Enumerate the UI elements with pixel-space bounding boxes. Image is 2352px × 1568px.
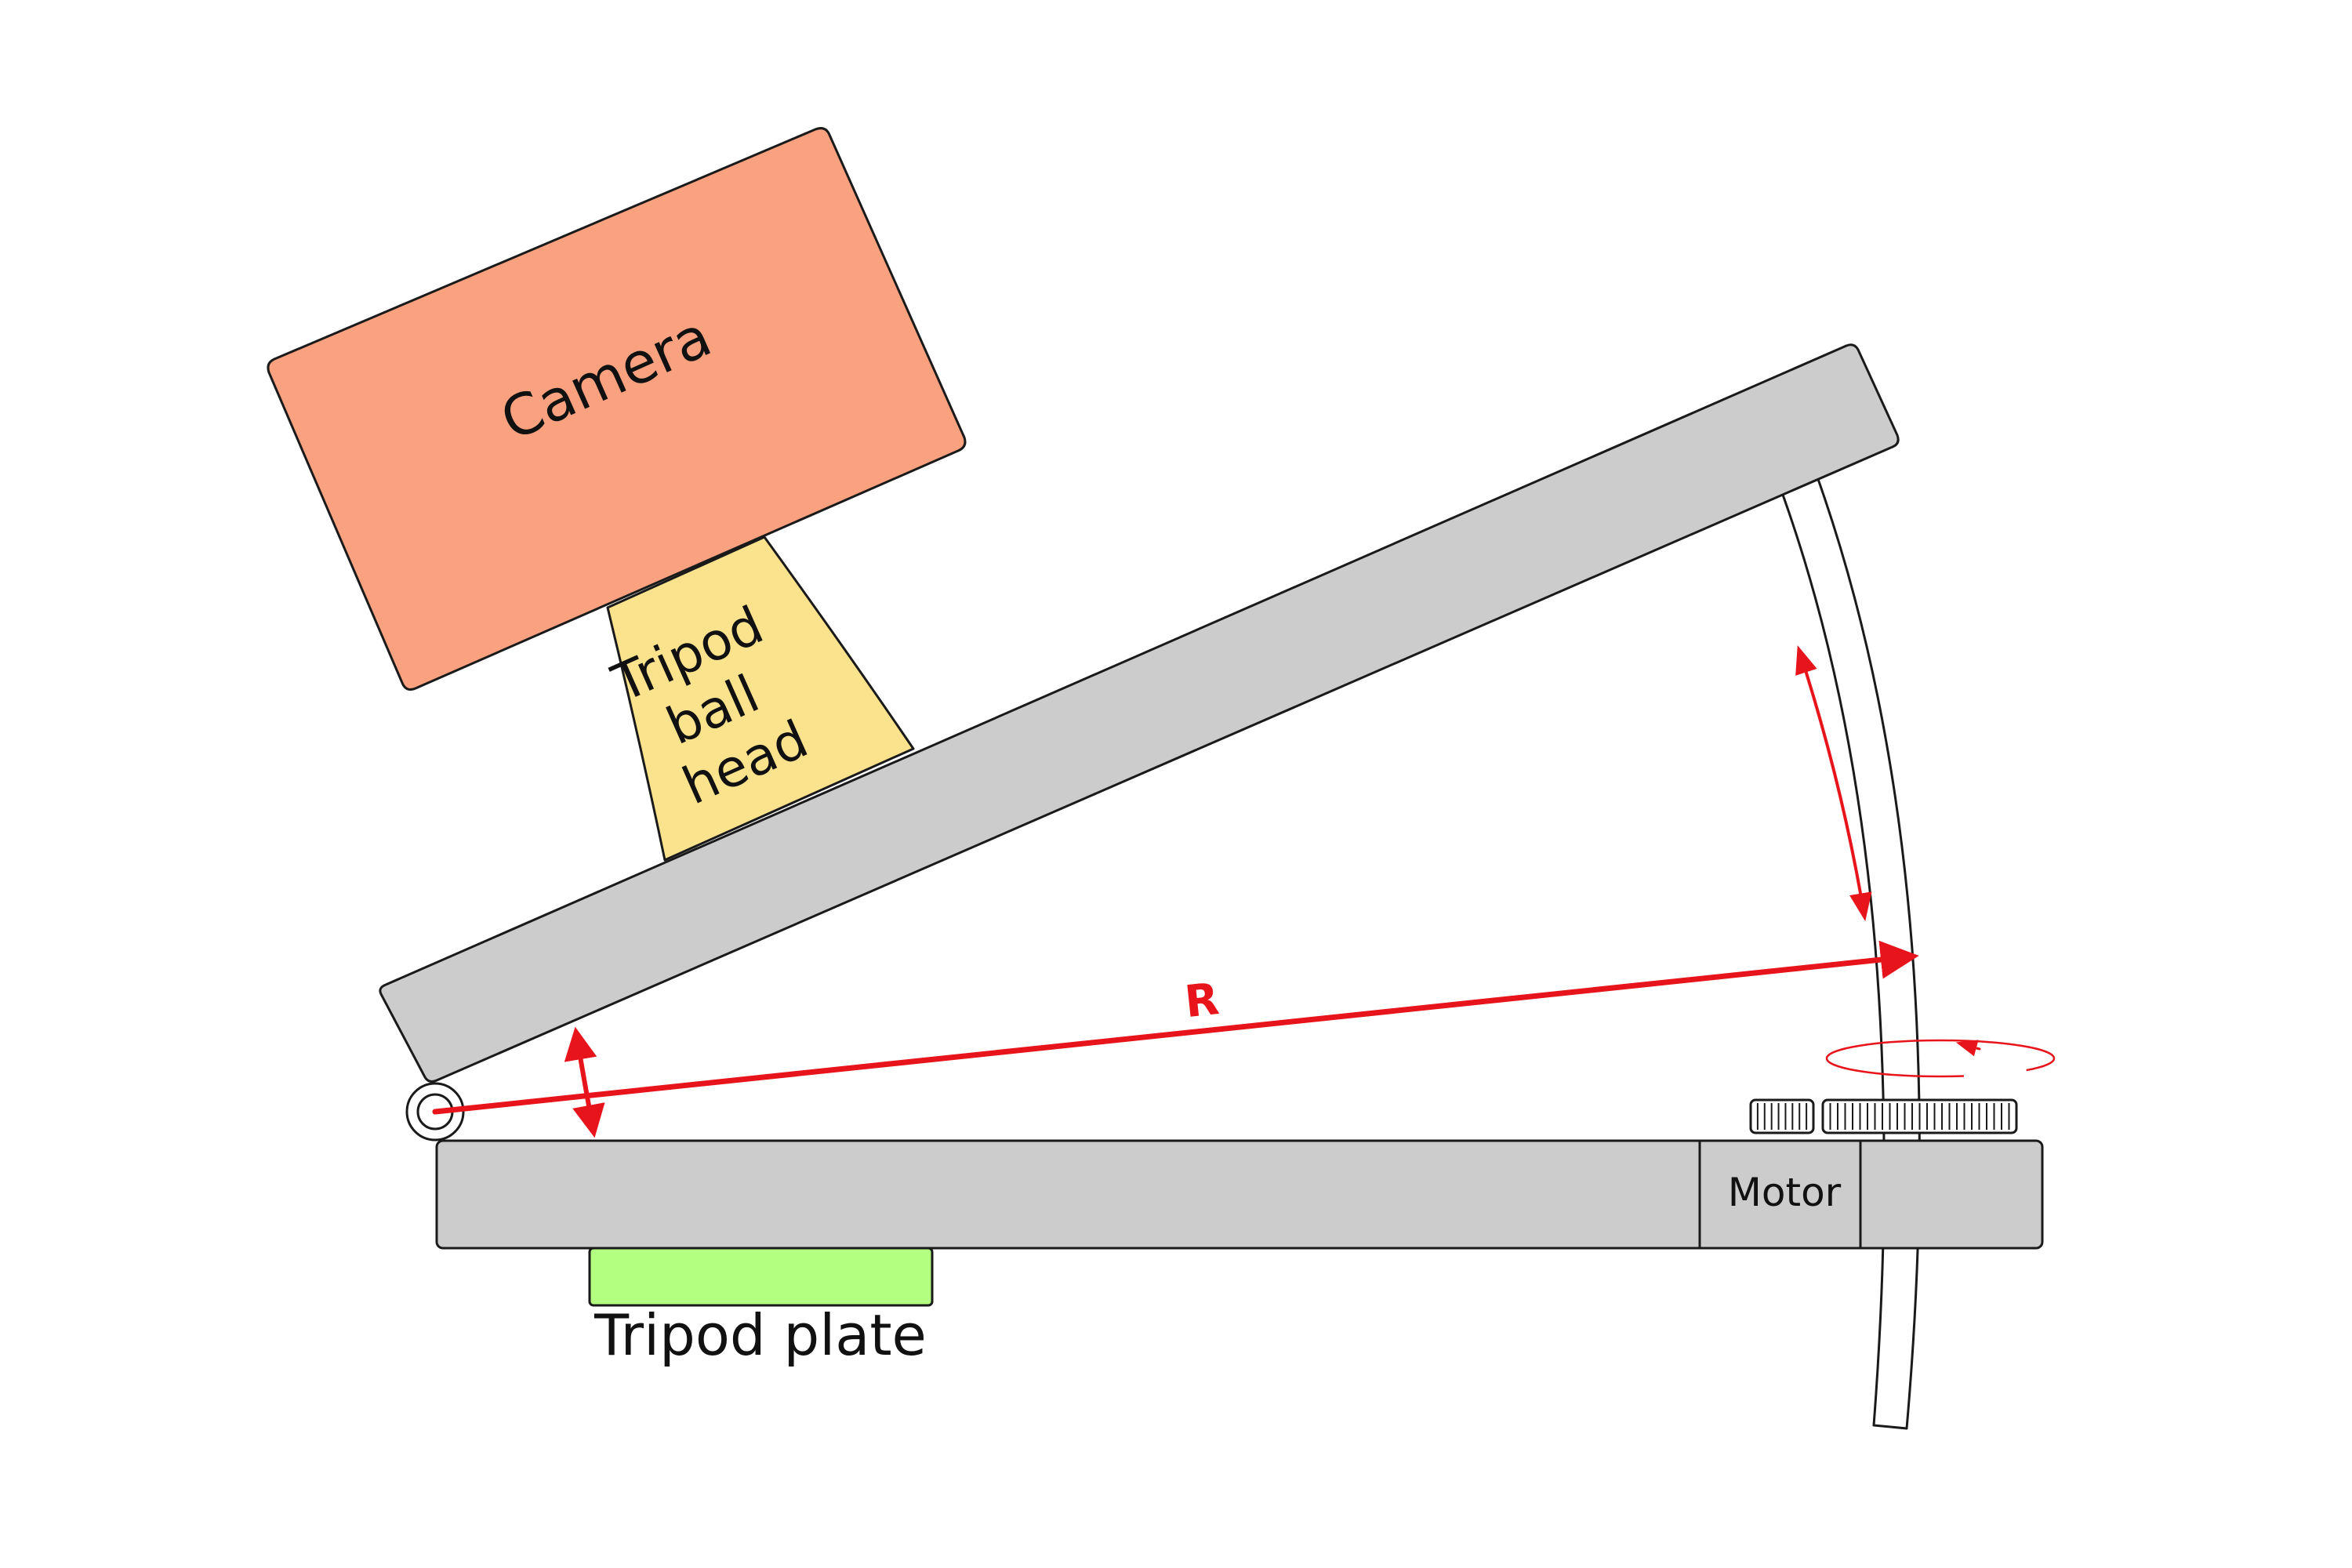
opening-angle-arrow bbox=[564, 1026, 605, 1138]
tripod-plate bbox=[588, 1247, 934, 1307]
tripod-plate-label: Tripod plate bbox=[593, 1302, 927, 1368]
tripod-ball-head bbox=[606, 535, 915, 862]
gear-icon bbox=[1749, 1098, 1815, 1134]
radius-label: R bbox=[1182, 974, 1221, 1028]
curved-threaded-rod bbox=[1778, 469, 1921, 1430]
lower-base-plate bbox=[435, 1139, 2044, 1250]
camera-body bbox=[267, 127, 967, 691]
upper-hinged-plate bbox=[379, 343, 1900, 1083]
motor-label: Motor bbox=[1728, 1170, 1842, 1215]
gear-icon bbox=[1821, 1098, 2018, 1134]
rotation-arrow-icon bbox=[1825, 1039, 2056, 1078]
radius-annotation: R bbox=[432, 940, 1919, 1115]
rod-travel-arrow bbox=[1795, 645, 1872, 922]
